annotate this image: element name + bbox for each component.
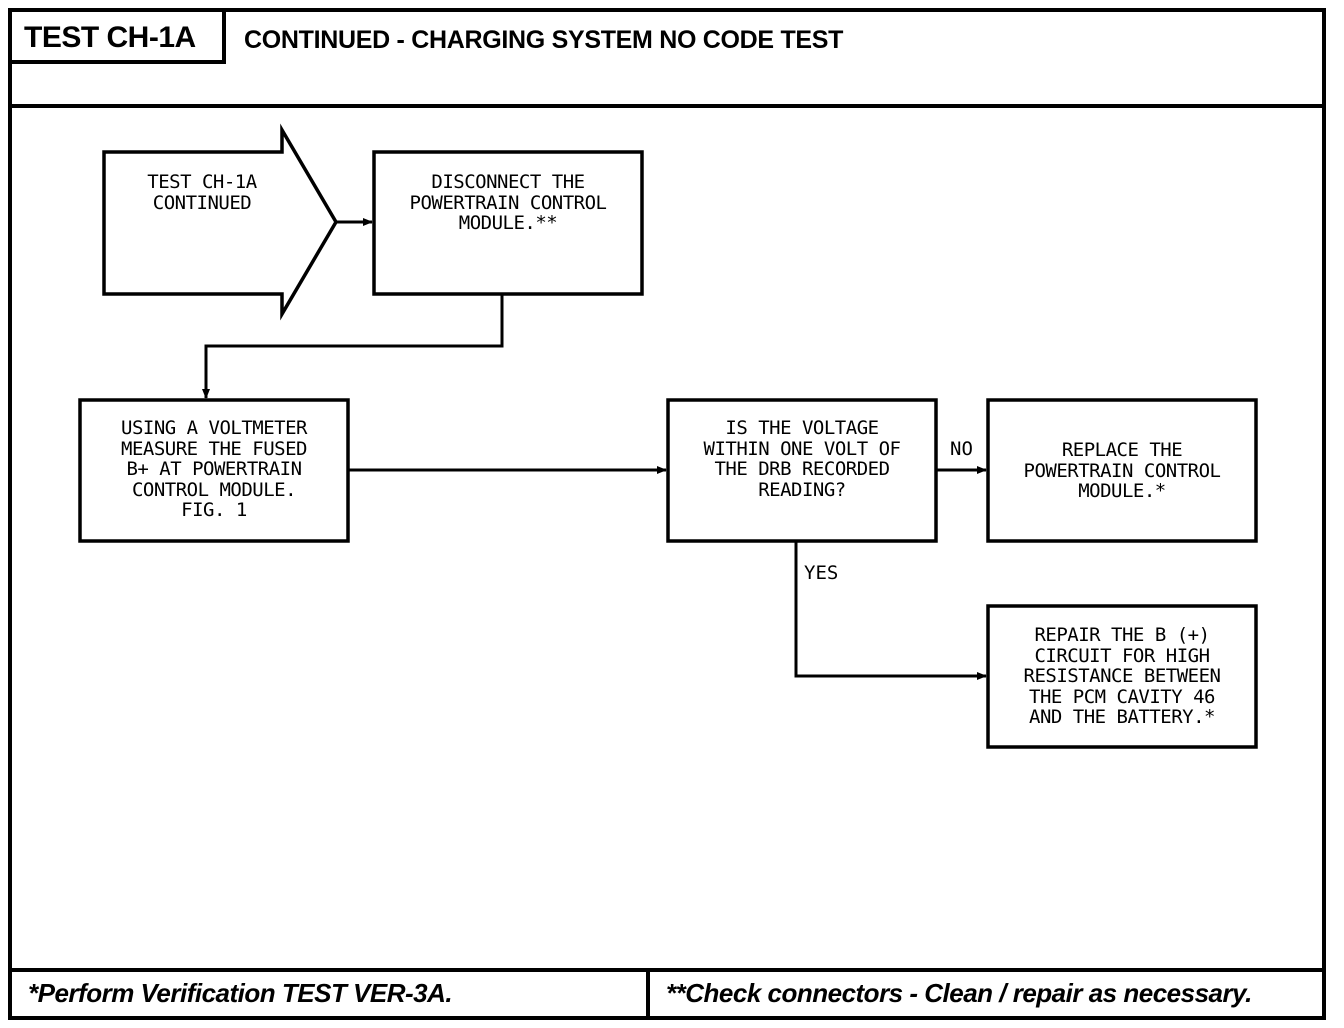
start-label: TEST CH-1A CONTINUED bbox=[147, 171, 257, 214]
decision-text: IS THE VOLTAGE WITHIN ONE VOLT OF THE DR… bbox=[703, 417, 901, 501]
footer: *Perform Verification TEST VER-3A. **Che… bbox=[12, 968, 1322, 1020]
footer-divider bbox=[646, 972, 650, 1020]
start-arrow-shape bbox=[102, 123, 339, 321]
replace-text: REPLACE THE POWERTRAIN CONTROL MODULE.* bbox=[1023, 439, 1221, 502]
connector-decision-to-repair bbox=[794, 541, 987, 680]
page-title: CONTINUED - CHARGING SYSTEM NO CODE TEST bbox=[244, 26, 844, 54]
page-frame: TEST CH-1A CONTINUED - CHARGING SYSTEM N… bbox=[8, 8, 1326, 1020]
header: TEST CH-1A CONTINUED - CHARGING SYSTEM N… bbox=[12, 12, 1322, 108]
footer-note-connectors: **Check connectors - Clean / repair as n… bbox=[666, 978, 1252, 1008]
yes-branch-label: YES bbox=[804, 562, 839, 584]
replace-box bbox=[986, 398, 1258, 543]
measure-text: USING A VOLTMETER MEASURE THE FUSED B+ A… bbox=[121, 417, 307, 521]
footer-note-verification: *Perform Verification TEST VER-3A. bbox=[28, 978, 453, 1008]
repair-text: REPAIR THE B (+) CIRCUIT FOR HIGH RESIST… bbox=[1023, 624, 1221, 728]
test-id-label: TEST CH-1A bbox=[12, 12, 226, 64]
no-branch-label: NO bbox=[950, 438, 973, 460]
connector-disconnect-to-measure bbox=[202, 294, 504, 399]
repair-box bbox=[986, 604, 1258, 749]
disconnect-text: DISCONNECT THE POWERTRAIN CONTROL MODULE… bbox=[409, 171, 607, 234]
disconnect-box bbox=[372, 150, 644, 296]
